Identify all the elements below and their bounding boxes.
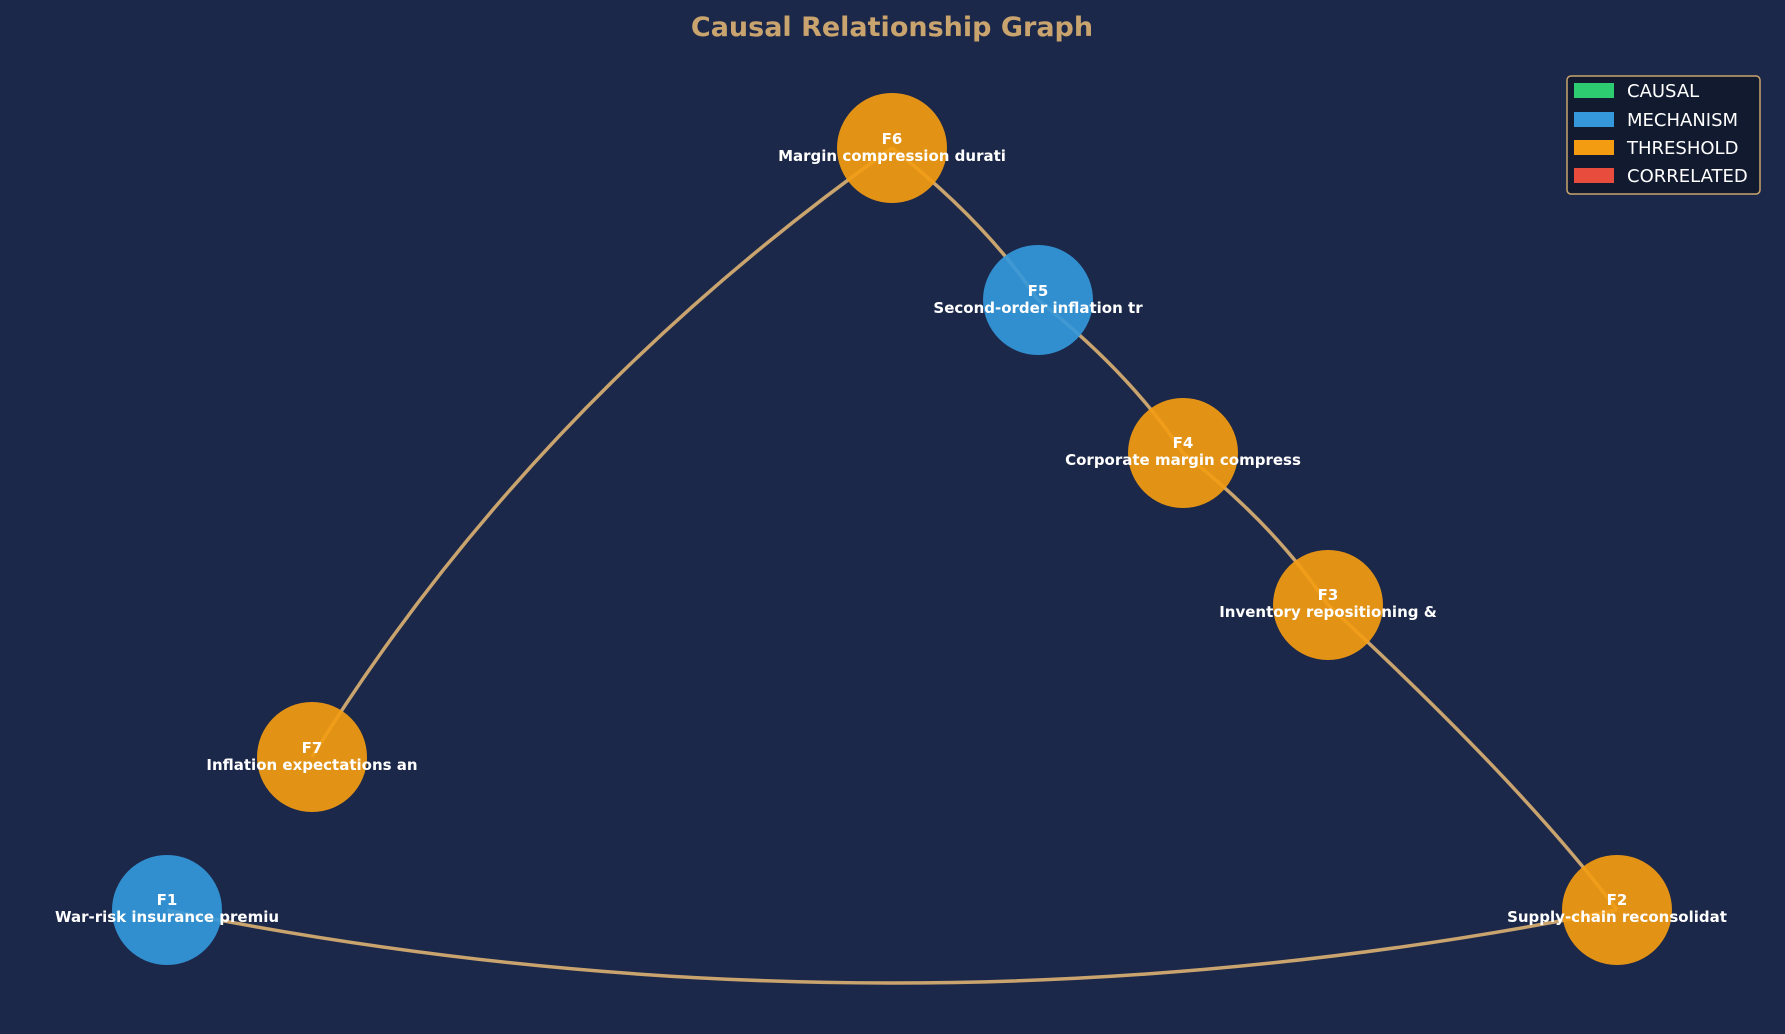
node-circle xyxy=(257,702,367,812)
node-id: F4 xyxy=(1173,434,1194,452)
legend-item-threshold: THRESHOLD xyxy=(1574,138,1738,159)
node-f4[interactable]: F4 Corporate margin compress xyxy=(1065,398,1301,508)
node-label: War-risk insurance premiu xyxy=(55,908,279,926)
node-f2[interactable]: F2 Supply-chain reconsolidat xyxy=(1507,855,1727,965)
legend-label: MECHANISM xyxy=(1627,110,1738,131)
legend-label: CORRELATED xyxy=(1627,166,1748,187)
node-label: Second-order inflation tr xyxy=(933,299,1143,317)
legend: CAUSAL MECHANISM THRESHOLD CORRELATED xyxy=(1566,75,1761,195)
edges xyxy=(166,146,1619,985)
node-f5[interactable]: F5 Second-order inflation tr xyxy=(933,245,1143,355)
node-circle xyxy=(837,93,947,203)
edge-f6-f7 xyxy=(310,146,894,758)
legend-item-correlated: CORRELATED xyxy=(1574,166,1748,187)
node-id: F5 xyxy=(1028,282,1049,300)
node-f7[interactable]: F7 Inflation expectations an xyxy=(206,702,418,812)
node-label: Inflation expectations an xyxy=(206,756,417,774)
node-f1[interactable]: F1 War-risk insurance premiu xyxy=(55,855,279,965)
legend-swatch xyxy=(1574,112,1614,127)
legend-swatch xyxy=(1574,83,1614,98)
legend-label: THRESHOLD xyxy=(1626,138,1738,159)
node-label: Inventory repositioning & xyxy=(1219,603,1437,621)
node-label: Supply-chain reconsolidat xyxy=(1507,908,1727,926)
legend-swatch xyxy=(1574,140,1614,155)
node-id: F2 xyxy=(1607,891,1628,909)
graph-title: Causal Relationship Graph xyxy=(691,12,1093,43)
node-id: F6 xyxy=(882,130,903,148)
node-circle xyxy=(1273,550,1383,660)
node-circle xyxy=(1128,398,1238,508)
node-id: F7 xyxy=(302,739,323,757)
legend-box xyxy=(1566,75,1761,195)
edge-f2-f3 xyxy=(1326,603,1619,912)
node-f6[interactable]: F6 Margin compression durati xyxy=(778,93,1006,203)
legend-label: CAUSAL xyxy=(1627,81,1699,102)
node-circle xyxy=(983,245,1093,355)
node-label: Margin compression durati xyxy=(778,147,1006,165)
node-id: F3 xyxy=(1318,586,1339,604)
edge-f1-f2 xyxy=(166,908,1618,985)
node-label: Corporate margin compress xyxy=(1065,451,1301,469)
node-id: F1 xyxy=(157,891,178,909)
legend-item-causal: CAUSAL xyxy=(1574,81,1699,102)
legend-swatch xyxy=(1574,168,1614,183)
legend-item-mechanism: MECHANISM xyxy=(1574,110,1738,131)
node-circle xyxy=(112,855,222,965)
node-f3[interactable]: F3 Inventory repositioning & xyxy=(1219,550,1437,660)
node-circle xyxy=(1562,855,1672,965)
